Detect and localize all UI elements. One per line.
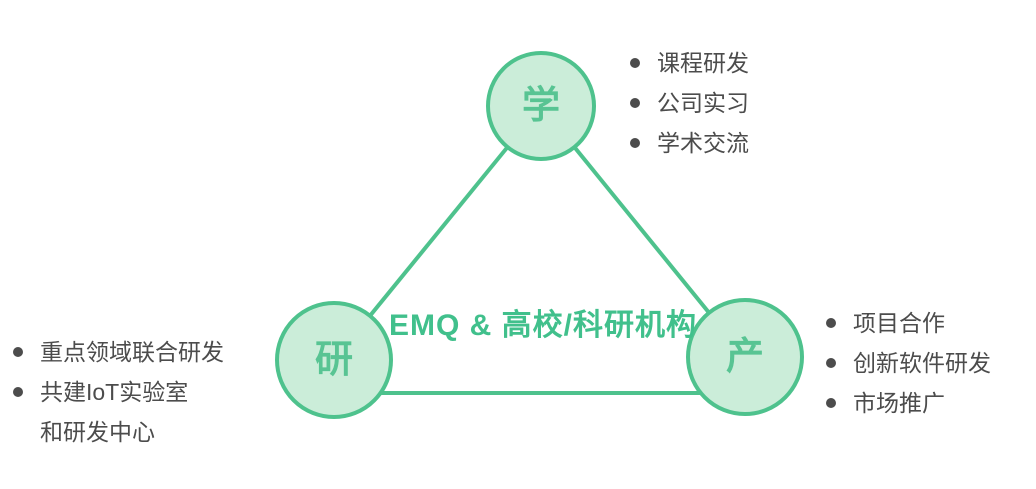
bullet-icon (826, 358, 836, 368)
list-industry: 项目合作 创新软件研发 市场推广 (826, 303, 991, 423)
list-item-label: 公司实习 (657, 90, 749, 116)
list-item: 创新软件研发 (826, 343, 991, 383)
center-label: EMQ & 高校/科研机构 (388, 309, 697, 342)
node-circle-learn: 学 (486, 51, 596, 161)
node-label-research: 研 (314, 339, 353, 381)
bullet-icon (630, 58, 640, 68)
node-label-learn: 学 (521, 85, 560, 127)
list-item: 项目合作 (826, 303, 991, 343)
node-label-industry: 产 (725, 336, 764, 378)
list-item: 公司实习 (630, 83, 749, 123)
bullet-icon (13, 387, 23, 397)
bullet-icon (826, 318, 836, 328)
bullet-icon (630, 138, 640, 148)
list-item: 市场推广 (826, 383, 991, 423)
bullet-icon (826, 398, 836, 408)
node-circle-industry: 产 (686, 298, 804, 416)
node-circle-research: 研 (275, 301, 393, 419)
list-item-label: 项目合作 (853, 310, 945, 336)
list-item-label: 课程研发 (657, 50, 749, 76)
list-item-label: 重点领域联合研发 (40, 339, 224, 365)
list-item-label: 学术交流 (657, 130, 749, 156)
list-item: 重点领域联合研发 (13, 332, 224, 372)
list-item-label: 共建IoT实验室 和研发中心 (40, 379, 189, 445)
list-item-label: 市场推广 (853, 390, 945, 416)
list-item: 课程研发 (630, 43, 749, 83)
list-item-label: 创新软件研发 (853, 350, 991, 376)
list-research: 重点领域联合研发 共建IoT实验室 和研发中心 (13, 332, 224, 452)
bullet-icon (13, 347, 23, 357)
list-learn: 课程研发 公司实习 学术交流 (630, 43, 749, 163)
list-item: 学术交流 (630, 123, 749, 163)
bullet-icon (630, 98, 640, 108)
list-item: 共建IoT实验室 和研发中心 (13, 372, 224, 452)
